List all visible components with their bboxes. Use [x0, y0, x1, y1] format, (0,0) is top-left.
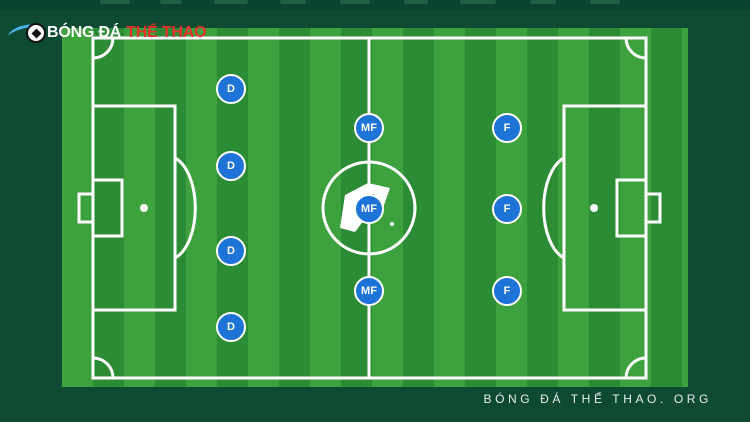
player-forward-2[interactable]: F: [492, 194, 522, 224]
corner-arc-top-left: [92, 37, 115, 60]
top-cropped-strip: [0, 0, 750, 10]
left-goal-area: [91, 178, 124, 238]
player-midfielder-2[interactable]: MF: [354, 194, 384, 224]
right-goal: [644, 192, 662, 224]
logo-main-text: BÓNG ĐÁ: [47, 24, 122, 41]
player-midfielder-3[interactable]: MF: [354, 276, 384, 306]
site-watermark: BÓNG ĐÁ THỂ THAO. ORG: [483, 392, 712, 406]
right-penalty-arc: [542, 156, 565, 260]
left-penalty-spot: [140, 204, 148, 212]
right-penalty-spot: [590, 204, 598, 212]
soccer-ball-icon: [26, 23, 46, 43]
left-goal: [77, 192, 95, 224]
site-logo[interactable]: BÓNG ĐÁ THỂ THAO: [6, 20, 207, 46]
left-penalty-area: [91, 104, 177, 312]
player-forward-3[interactable]: F: [492, 276, 522, 306]
player-defender-1[interactable]: D: [216, 74, 246, 104]
right-penalty-area: [562, 104, 648, 312]
player-forward-1[interactable]: F: [492, 113, 522, 143]
player-defender-4[interactable]: D: [216, 312, 246, 342]
player-defender-3[interactable]: D: [216, 236, 246, 266]
player-midfielder-1[interactable]: MF: [354, 113, 384, 143]
left-penalty-arc: [174, 156, 197, 260]
corner-arc-bottom-left: [92, 356, 115, 379]
corner-arc-bottom-right: [624, 356, 647, 379]
player-defender-2[interactable]: D: [216, 151, 246, 181]
right-goal-area: [615, 178, 648, 238]
corner-arc-top-right: [624, 37, 647, 60]
center-circle: [321, 160, 417, 256]
logo-accent-text: THỂ THAO: [126, 24, 207, 41]
